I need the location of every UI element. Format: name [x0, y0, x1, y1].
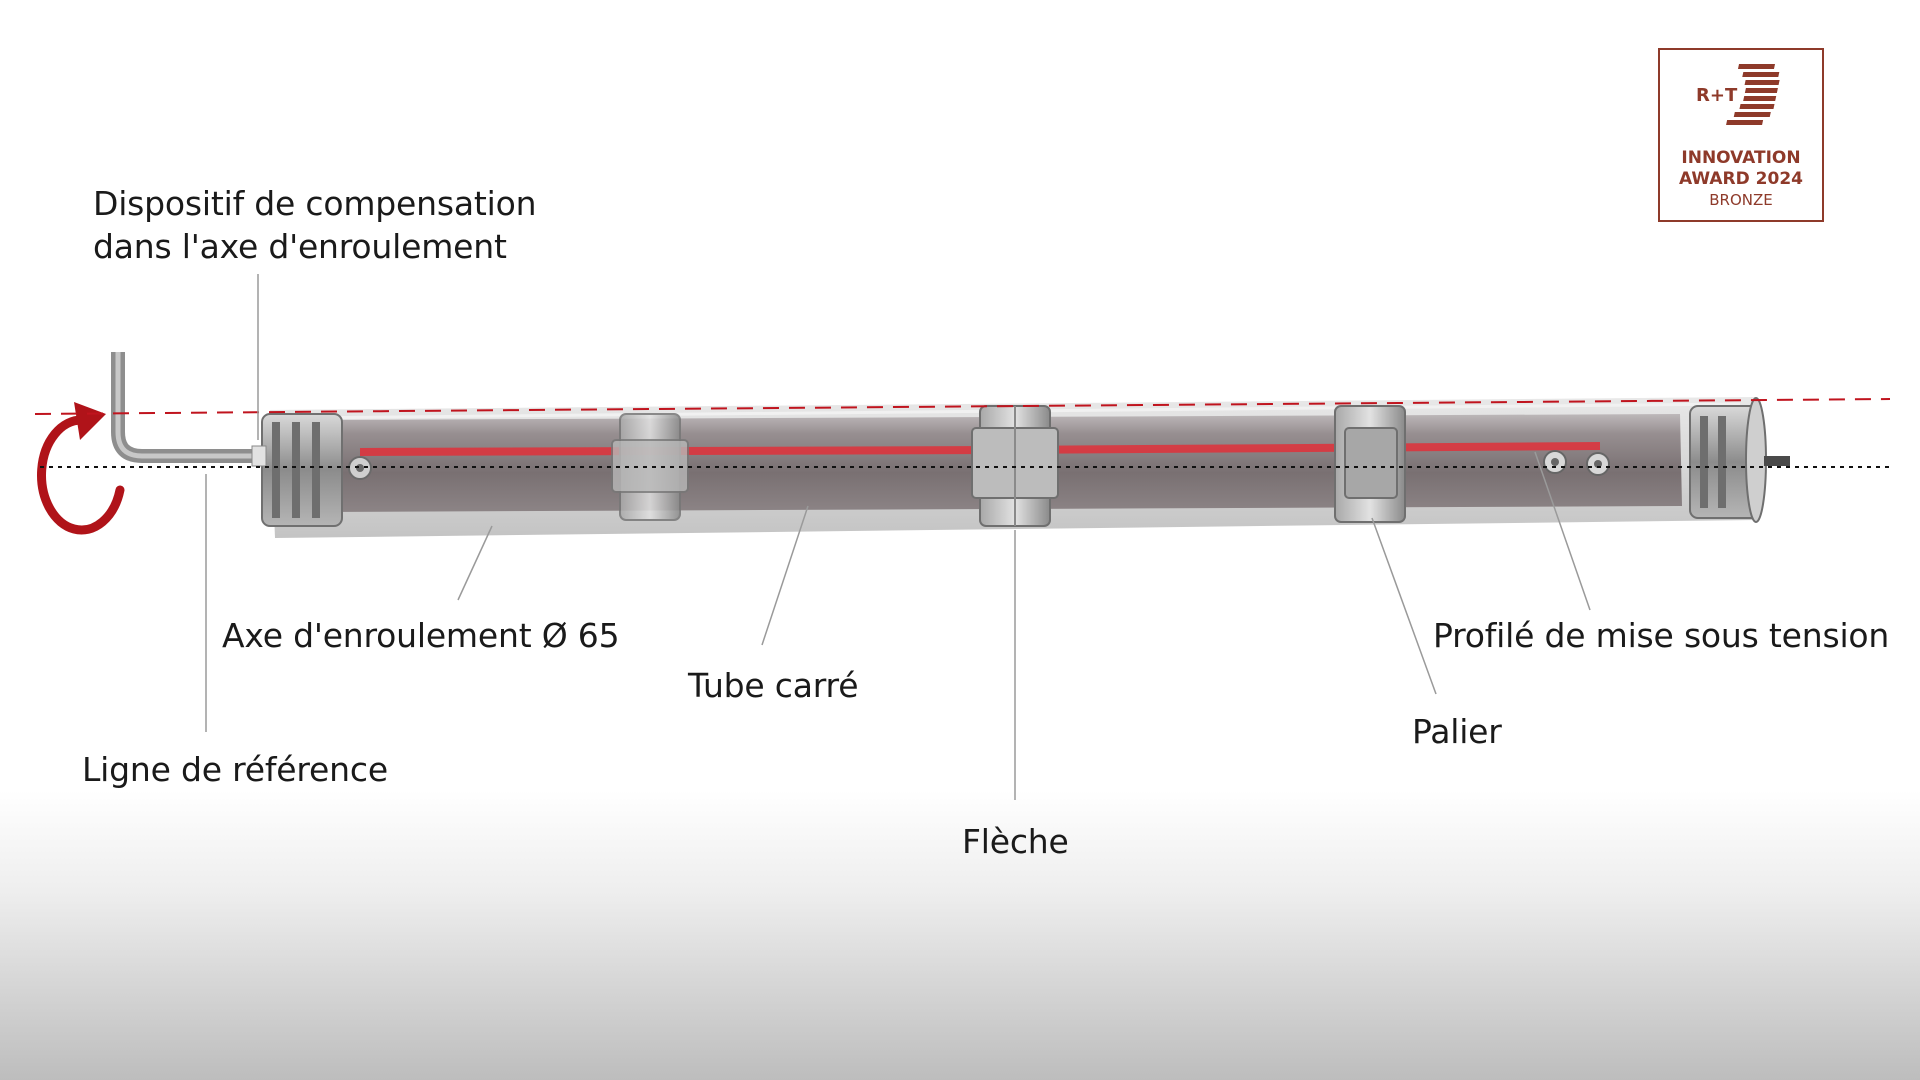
deflection-limit-line: [34, 398, 1891, 415]
award-line-1: INNOVATION: [1681, 148, 1801, 168]
label-ligne: Ligne de référence: [82, 750, 388, 789]
award-line-2: AWARD 2024: [1679, 169, 1803, 189]
award-badge: R+T INNOVATION AWARD 2024 BRONZE: [1658, 48, 1824, 222]
bearing-2: [971, 405, 1059, 527]
label-tube: Tube carré: [688, 666, 859, 705]
bearing-3: [1334, 405, 1406, 523]
leader-palier: [1371, 517, 1437, 695]
leader-lines: [205, 274, 1591, 800]
right-end-cap: [1689, 397, 1790, 523]
leader-axe: [457, 525, 493, 601]
label-fleche: Flèche: [962, 822, 1069, 861]
rotation-arrow-icon: [37, 402, 125, 535]
compensation-device: [111, 352, 267, 467]
bearing-1: [611, 413, 689, 521]
label-axe: Axe d'enroulement Ø 65: [222, 616, 620, 655]
label-palier: Palier: [1412, 712, 1502, 751]
tension-profile-screws: [1543, 450, 1610, 476]
label-profile: Profilé de mise sous tension: [1433, 616, 1890, 655]
award-line-3: BRONZE: [1709, 191, 1773, 209]
label-compensation-line2: dans l'axe d'enroulement: [93, 227, 507, 266]
award-brand: R+T: [1696, 85, 1738, 106]
label-compensation: Dispositif de compensation dans l'axe d'…: [93, 182, 537, 268]
label-compensation-line1: Dispositif de compensation: [93, 184, 537, 223]
leader-profile: [1534, 451, 1591, 611]
award-logo-icon: [1726, 64, 1780, 125]
floor-background: [0, 790, 1920, 1080]
leader-tube: [761, 505, 809, 646]
